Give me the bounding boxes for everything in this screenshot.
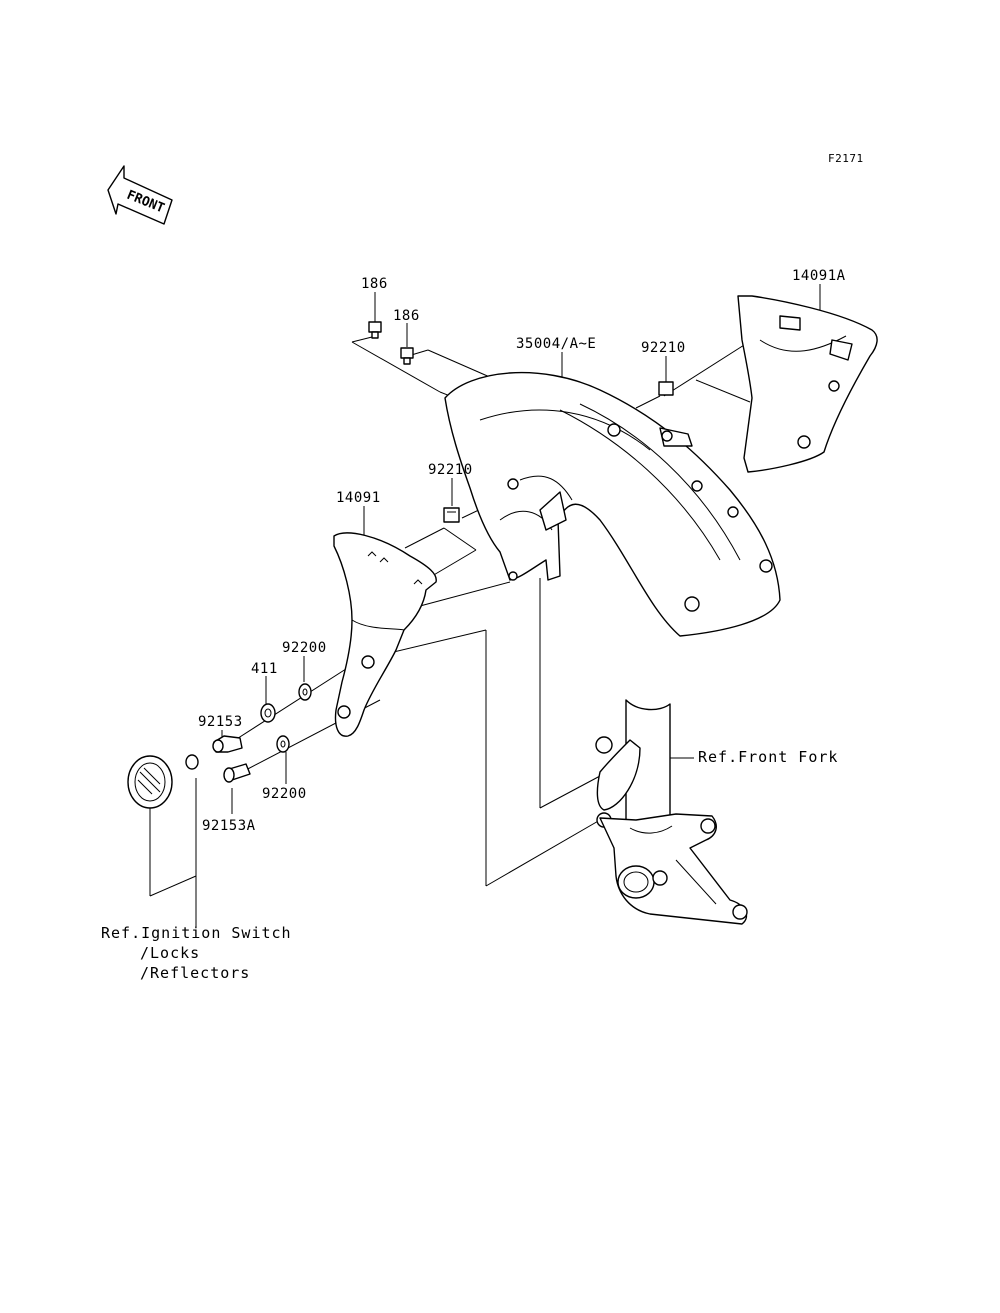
figure-code: F2171 [828, 152, 864, 165]
spacer-92153-part [212, 735, 243, 753]
reflector-part [127, 755, 173, 809]
label-35004: 35004/A~E [516, 336, 596, 352]
label-ref-ignition-2: /Locks [140, 944, 200, 962]
cover-14091A-part [737, 295, 878, 473]
label-ref-ignition-1: Ref.Ignition Switch [101, 924, 292, 942]
front-fork-part [595, 699, 748, 925]
front-arrow-icon: FRONT [107, 165, 173, 225]
clip-92210-center-part [443, 507, 460, 523]
label-ref-ignition-3: /Reflectors [140, 964, 250, 982]
cover-14091-part [333, 532, 437, 737]
label-92153A: 92153A [202, 818, 256, 834]
label-92200-upper: 92200 [282, 640, 327, 656]
label-186-b: 186 [393, 308, 420, 324]
clip-92210-right-part [658, 381, 674, 396]
label-92200-lower: 92200 [262, 786, 307, 802]
washer-92200-lower-part [276, 735, 290, 753]
label-92153: 92153 [198, 714, 243, 730]
label-14091: 14091 [336, 490, 381, 506]
nut-part [185, 754, 199, 770]
front-fender-part [444, 371, 781, 637]
label-ref-front-fork: Ref.Front Fork [698, 748, 838, 766]
bolt-186-b-part [400, 347, 414, 365]
bolt-92153A-part [223, 763, 251, 783]
label-186-a: 186 [361, 276, 388, 292]
label-92210-center: 92210 [428, 462, 473, 478]
label-14091A: 14091A [792, 268, 846, 284]
label-411: 411 [251, 661, 278, 677]
label-92210-right: 92210 [641, 340, 686, 356]
collar-411-part [260, 703, 276, 723]
part-labels: 186 186 35004/A~E 92210 14091A 92210 140… [101, 268, 846, 982]
bolt-186-a-part [368, 321, 382, 339]
washer-92200-upper-part [298, 683, 312, 701]
